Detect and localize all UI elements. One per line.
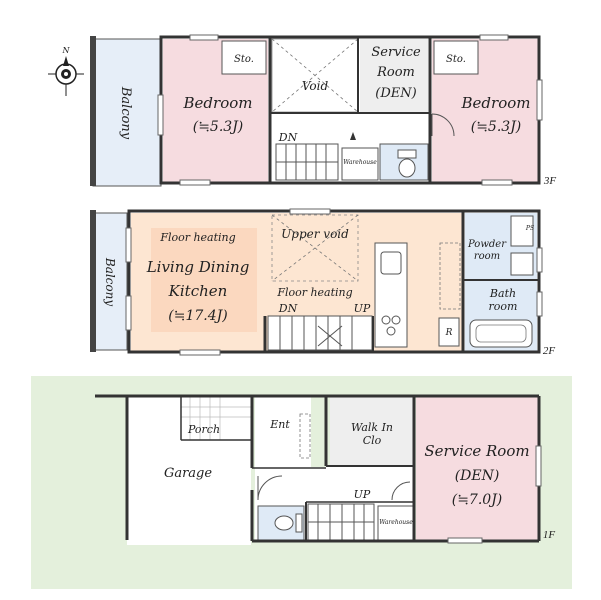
1f-porch-label: Porch xyxy=(187,423,220,436)
3f-bedroom-right-name: Bedroom xyxy=(461,94,531,112)
3f-stair-dn-label: DN xyxy=(278,131,298,144)
2f-floor-heating-zone xyxy=(151,228,257,332)
floor-1f: Garage Porch Ent Walk In Clo Service Roo… xyxy=(31,376,572,589)
compass-north-label: N xyxy=(62,46,71,55)
3f-warehouse-label: Warehouse xyxy=(343,159,377,166)
2f-balcony-area xyxy=(92,212,128,351)
3f-balcony-label: Balcony xyxy=(118,86,133,140)
1f-warehouse xyxy=(377,505,415,541)
3f-floor-tag: 3F xyxy=(543,175,557,187)
2f-powder-line2: room xyxy=(474,251,500,262)
2f-bathtub-icon xyxy=(469,319,533,348)
1f-walk-in-line2: Clo xyxy=(363,434,382,447)
3f-bedroom-left-size: (≒5.3J) xyxy=(193,119,244,135)
2f-bath-line1: Bath xyxy=(489,287,516,300)
2f-refrigerator-label: R xyxy=(445,328,453,338)
3f-service-room-line1: Service xyxy=(371,45,421,60)
compass-rose-icon: N xyxy=(48,46,84,96)
2f-staircase xyxy=(267,315,373,351)
3f-storage-right-label: Sto. xyxy=(446,54,466,65)
1f-walk-in-closet xyxy=(330,397,414,465)
2f-kitchen-counter xyxy=(374,242,408,348)
1f-service-room-line1: Service Room xyxy=(424,442,529,460)
1f-service-room-line2: (DEN) xyxy=(455,468,500,484)
3f-service-room-line2: Room xyxy=(376,65,415,80)
3f-warehouse xyxy=(341,147,379,181)
2f-ldk-size: (≒17.4J) xyxy=(168,308,227,324)
2f-balcony-label: Balcony xyxy=(103,257,117,306)
3f-arrow-up-icon xyxy=(350,132,356,140)
1f-walk-in-line1: Walk In xyxy=(351,421,393,434)
2f-floor-heating-2: Floor heating xyxy=(276,286,352,299)
3f-storage-left xyxy=(221,40,267,75)
2f-powder-line1: Powder xyxy=(467,239,507,250)
1f-toilet-icon xyxy=(274,513,303,533)
2f-ps-label: PS xyxy=(525,225,534,232)
3f-service-room-line3: (DEN) xyxy=(375,86,416,101)
3f-storage-right xyxy=(433,40,479,75)
2f-bath-line2: room xyxy=(489,300,518,313)
2f-floor-tag: 2F xyxy=(543,345,556,357)
2f-stair-dn-label: DN xyxy=(278,302,298,315)
2f-upper-void-label: Upper void xyxy=(281,227,349,241)
3f-storage-left-label: Sto. xyxy=(234,54,254,65)
1f-warehouse-label: Warehouse xyxy=(379,519,413,526)
1f-stair-up-label: UP xyxy=(354,488,371,501)
3f-bedroom-left-name: Bedroom xyxy=(183,94,253,112)
2f-floor-heating-1: Floor heating xyxy=(159,231,235,244)
2f-stair-up-label: UP xyxy=(354,302,371,315)
floor-2f: Balcony Floor heating Living Dining Kitc… xyxy=(90,208,556,357)
2f-ldk-line1: Living Dining xyxy=(146,258,250,276)
1f-entrance-area xyxy=(255,397,311,467)
1f-service-room-size: (≒7.0J) xyxy=(452,492,503,508)
floor-3f: Balcony Sto. Bedroom (≒5.3J) Void Servic… xyxy=(90,34,557,187)
1f-floor-tag: 1F xyxy=(543,529,556,541)
1f-garage-label: Garage xyxy=(164,466,212,481)
1f-staircase xyxy=(307,503,375,541)
1f-entrance-label: Ent xyxy=(269,418,290,431)
3f-void-label: Void xyxy=(302,79,329,93)
3f-toilet-icon xyxy=(397,149,417,178)
2f-refrigerator xyxy=(438,317,460,347)
3f-bedroom-right-size: (≒5.3J) xyxy=(471,119,522,135)
3f-staircase xyxy=(275,143,339,181)
3f-service-room-area xyxy=(360,39,428,112)
1f-service-room-area xyxy=(416,397,538,540)
2f-ldk-line2: Kitchen xyxy=(168,282,228,300)
